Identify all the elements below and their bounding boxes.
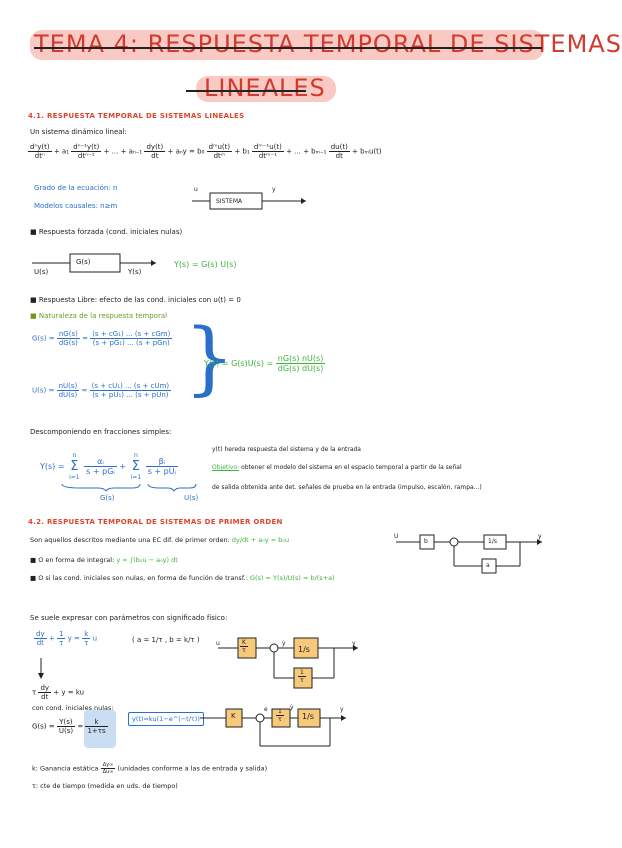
- k-definition: k: Ganancia estática Δy∞Δu∞ (unidades co…: [32, 762, 268, 775]
- u-underlabel: U(s): [184, 494, 199, 502]
- us-input-label: U(s): [34, 268, 49, 276]
- d3-integrator: 1/s: [302, 712, 314, 721]
- d1-integrator: 1/s: [488, 538, 497, 545]
- ys-output-label: Y(s): [128, 268, 142, 276]
- d2-output-label: y: [352, 640, 356, 647]
- page-title-line2: LINEALES: [204, 74, 326, 102]
- block-input-label: u: [194, 186, 198, 193]
- d3-output-label: y: [340, 706, 344, 713]
- ys-product-fraction: Y(s) = G(s)U(s) = nG(s) nU(s)dG(s) dU(s): [204, 354, 326, 373]
- objetivo-label: Objetivo:: [212, 464, 240, 471]
- gs-highlight: [84, 710, 116, 748]
- block-output-label: y: [272, 186, 276, 193]
- d1-b-block: b: [424, 538, 428, 545]
- descomp-text: Descomponiendo en fracciones simples:: [30, 428, 172, 436]
- d3-error-label: e: [264, 706, 268, 713]
- objetivo-note: Objetivo: obtener el modelo del sistema …: [212, 464, 462, 471]
- page-title: TEMA 4: RESPUESTA TEMPORAL DE SISTEMAS: [34, 30, 622, 58]
- us-fraction: U(s) = nU(s)dU(s) = (s + cU₁) ... (s + c…: [32, 382, 172, 399]
- d2-ydot-label: ẏ: [282, 640, 286, 647]
- d2-input-label: u: [216, 640, 220, 647]
- grado-text: Grado de la ecuación: n: [34, 184, 118, 192]
- first-order-diagram-1: [396, 534, 542, 574]
- gs-block-label: G(s): [76, 258, 91, 266]
- brace-symbol: }: [184, 311, 235, 404]
- forzada-text: ■ Respuesta forzada (cond. iniciales nul…: [30, 228, 183, 236]
- title-highlight-2: [196, 76, 336, 102]
- first-order-diagram-2: [218, 637, 358, 689]
- causal-text: Modelos causales: n≥m: [34, 202, 118, 210]
- block-system-label: SISTEMA: [216, 198, 243, 205]
- tau-definition: τ: cte de tiempo (medida en uds. de tiem…: [32, 782, 178, 790]
- d1-a-block: a: [486, 562, 490, 569]
- suele-text: Se suele expresar con parámetros con sig…: [30, 614, 228, 622]
- objetivo-note-2: de salida obtenida ante det. señales de …: [212, 484, 482, 491]
- yt-response: y(t)=ku(1−e^(−t/τ)): [128, 712, 204, 726]
- gs-block-diagram: [32, 253, 156, 273]
- d1-input-label: U: [394, 533, 399, 540]
- d1-output-label: y: [538, 533, 542, 540]
- title-highlight-1: [30, 30, 544, 60]
- first-order-diagram-3: [200, 708, 346, 747]
- ode-equation: dⁿy(t)dtⁿ + a₁ dⁿ⁻¹y(t)dtⁿ⁻¹ + ... + aₙ₋…: [28, 143, 382, 160]
- hereda-note: y(t) hereda respuesta del sistema y de l…: [212, 446, 361, 453]
- title-strike: [34, 47, 542, 49]
- intro-text: Un sistema dinámico lineal:: [30, 128, 127, 136]
- ys-gs-us-equation: Y(s) = G(s) U(s): [174, 260, 237, 269]
- title-strike-2: [186, 90, 306, 92]
- d2-integrator: 1/s: [298, 645, 310, 654]
- libre-text: ■ Respuesta Libre: efecto de las cond. i…: [30, 296, 241, 304]
- param-relation: ( a = 1/τ , b = k/τ ): [132, 636, 200, 644]
- transf-text: ■ O si las cond. iniciales son nulas, en…: [30, 574, 335, 582]
- integral-text: ■ O en forma de integral: y = ∫(b₀u − a₀…: [30, 556, 178, 564]
- naturaleza-text: ■ Naturaleza de la respuesta temporal: [30, 312, 168, 320]
- d3-ydot-label: ẏ: [290, 704, 294, 711]
- section-heading-4-1: 4.1. RESPUESTA TEMPORAL DE SISTEMAS LINE…: [28, 112, 245, 120]
- underbraces: [61, 483, 197, 492]
- system-block-diagram: [192, 192, 306, 210]
- gs-fraction: G(s) = nG(s)dG(s) = (s + cG₁) ... (s + c…: [32, 330, 173, 347]
- cond-text: con cond. iniciales nulas:: [32, 704, 114, 712]
- down-arrow: [38, 658, 44, 679]
- d3-gain-block: K: [231, 712, 236, 720]
- section-heading-4-2: 4.2. RESPUESTA TEMPORAL DE SISTEMAS DE P…: [28, 518, 283, 526]
- g-underlabel: G(s): [100, 494, 115, 502]
- primer-orden-text: Son aquellos descritos mediante una EC d…: [30, 536, 290, 544]
